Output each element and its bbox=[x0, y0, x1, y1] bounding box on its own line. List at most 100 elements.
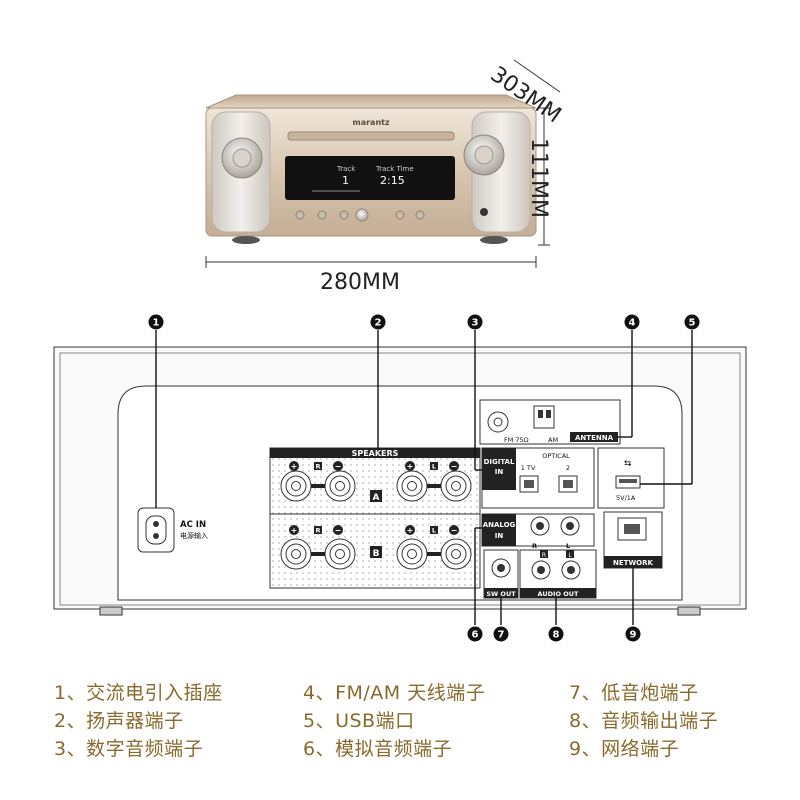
device-front-view: marantz Track 1 Track Time 2:15 bbox=[205, 94, 537, 244]
right-control-knob bbox=[463, 134, 505, 176]
analog-l-label: L bbox=[566, 542, 570, 550]
sw-out-label: SW OUT bbox=[486, 590, 516, 598]
polarity-marker bbox=[449, 461, 459, 471]
digital-in-block: DIGITAL IN OPTICAL 1 TV 2 bbox=[481, 447, 595, 509]
speaker-terminal: − bbox=[440, 461, 472, 502]
front-buttons bbox=[295, 210, 425, 220]
speakers-label: SPEAKERS bbox=[352, 449, 399, 458]
brand-logo: marantz bbox=[352, 118, 390, 127]
speakers-block: SPEAKERS + − + − R L + − + − R L A B bbox=[269, 447, 481, 589]
callout-number-6: 6 bbox=[472, 630, 479, 641]
speaker-terminal: + bbox=[396, 461, 428, 502]
polarity-marker bbox=[289, 461, 299, 471]
terminal-link bbox=[311, 552, 325, 556]
polarity-marker bbox=[405, 461, 415, 471]
channel-tag-text: R bbox=[315, 463, 320, 471]
callout-6: 6 bbox=[467, 626, 483, 642]
speaker-terminal: + bbox=[280, 525, 312, 570]
polarity-sign: + bbox=[291, 462, 298, 471]
display-track-value: 1 bbox=[342, 174, 349, 187]
audio-out-block: R L AUDIO OUT bbox=[519, 549, 597, 599]
polarity-sign: + bbox=[407, 462, 414, 471]
speaker-terminal: + bbox=[396, 525, 428, 570]
center-button bbox=[355, 208, 369, 222]
polarity-sign: − bbox=[335, 526, 342, 535]
audio-out-l-label: L bbox=[568, 552, 572, 559]
display-time-label: Track Time bbox=[375, 165, 414, 173]
speaker-terminal: + bbox=[280, 461, 312, 502]
polarity-marker bbox=[449, 525, 459, 535]
callout-8: 8 bbox=[548, 626, 564, 642]
callout-number-7: 7 bbox=[498, 630, 505, 641]
antenna-label: ANTENNA bbox=[575, 434, 614, 442]
terminal-link bbox=[427, 552, 441, 556]
polarity-sign: + bbox=[407, 526, 414, 535]
channel-tag: L bbox=[430, 526, 438, 535]
zone-a-label: A bbox=[373, 493, 380, 503]
channel-tag: R bbox=[314, 526, 322, 535]
headphone-jack bbox=[480, 208, 488, 216]
optical-2-label: 2 bbox=[566, 464, 570, 472]
polarity-marker bbox=[405, 525, 415, 535]
digital-in-label-1: DIGITAL bbox=[484, 458, 515, 466]
front-display bbox=[285, 156, 455, 200]
channel-tag-text: L bbox=[432, 463, 436, 471]
width-dimension-label: 280MM bbox=[320, 270, 400, 295]
usb-power-label: 5V/1A bbox=[616, 494, 636, 502]
audio-out-r-label: R bbox=[542, 552, 546, 559]
display-track-label: Track bbox=[336, 165, 356, 173]
callout-number-2: 2 bbox=[375, 318, 382, 329]
ac-in-socket bbox=[137, 507, 175, 553]
analog-r-label: R bbox=[532, 542, 537, 550]
dimension-lines bbox=[205, 59, 561, 268]
speaker-terminal: − bbox=[324, 525, 356, 570]
callout-number-3: 3 bbox=[472, 318, 479, 329]
digital-in-label-2: IN bbox=[495, 468, 504, 476]
callout-number-9: 9 bbox=[630, 630, 637, 641]
terminal-link bbox=[311, 484, 325, 488]
analog-in-label-2: IN bbox=[495, 532, 504, 540]
polarity-marker bbox=[333, 525, 343, 535]
callout-leaders bbox=[155, 330, 693, 625]
channel-tag: L bbox=[430, 462, 438, 471]
analog-in-label-1: ANALOG bbox=[483, 521, 516, 529]
optical-label: OPTICAL bbox=[542, 452, 570, 460]
channel-tag: R bbox=[314, 462, 322, 471]
polarity-sign: + bbox=[291, 526, 298, 535]
callout-3: 3 bbox=[467, 314, 483, 330]
channel-tag-text: L bbox=[432, 527, 436, 535]
polarity-sign: − bbox=[451, 462, 458, 471]
display-time-value: 2:15 bbox=[380, 174, 405, 187]
terminal-link bbox=[427, 484, 441, 488]
audio-out-label: AUDIO OUT bbox=[538, 590, 580, 598]
antenna-block: FM 75Ω AM ANTENNA bbox=[479, 399, 621, 445]
usb-icon: ⇆ bbox=[624, 459, 632, 469]
polarity-marker bbox=[333, 461, 343, 471]
ac-in-label-cn: 电源输入 bbox=[180, 531, 208, 540]
analog-in-block: ANALOG IN R L bbox=[481, 513, 595, 550]
am-label: AM bbox=[548, 436, 558, 444]
fm-label: FM 75Ω bbox=[504, 436, 529, 444]
callout-9: 9 bbox=[625, 626, 641, 642]
ac-in-label: AC IN bbox=[180, 520, 206, 530]
sw-out-block: SW OUT bbox=[483, 549, 519, 599]
network-label: NETWORK bbox=[613, 559, 653, 567]
callout-number-5: 5 bbox=[689, 318, 696, 329]
callout-5: 5 bbox=[684, 314, 700, 330]
speaker-terminal: − bbox=[324, 461, 356, 502]
callout-2: 2 bbox=[370, 314, 386, 330]
usb-block: ⇆ 5V/1A bbox=[597, 447, 665, 509]
callout-1: 1 bbox=[148, 314, 164, 330]
polarity-sign: − bbox=[335, 462, 342, 471]
polarity-sign: − bbox=[451, 526, 458, 535]
callout-markers: 1 2 3 4 5 6 7 8 9 bbox=[148, 314, 700, 642]
callout-number-4: 4 bbox=[629, 318, 636, 329]
zone-b-label: B bbox=[373, 549, 380, 559]
callout-4: 4 bbox=[624, 314, 640, 330]
callout-number-1: 1 bbox=[153, 318, 160, 329]
left-control-knob bbox=[221, 137, 263, 179]
callout-number-8: 8 bbox=[553, 630, 560, 641]
polarity-marker bbox=[289, 525, 299, 535]
optical-1-label: 1 TV bbox=[521, 464, 536, 472]
